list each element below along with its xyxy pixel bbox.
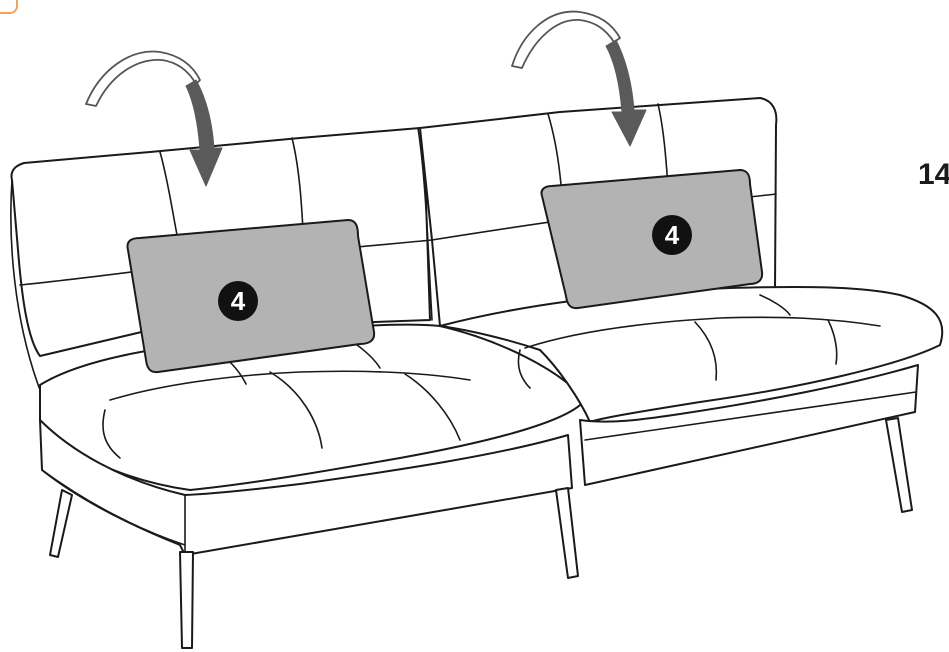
right-sofa-section (420, 98, 942, 512)
pillow-left-label: 4 (231, 286, 246, 316)
step-number: 14 (918, 158, 949, 192)
pillow-right: 4 (541, 170, 762, 308)
pillow-right-label: 4 (665, 220, 680, 250)
